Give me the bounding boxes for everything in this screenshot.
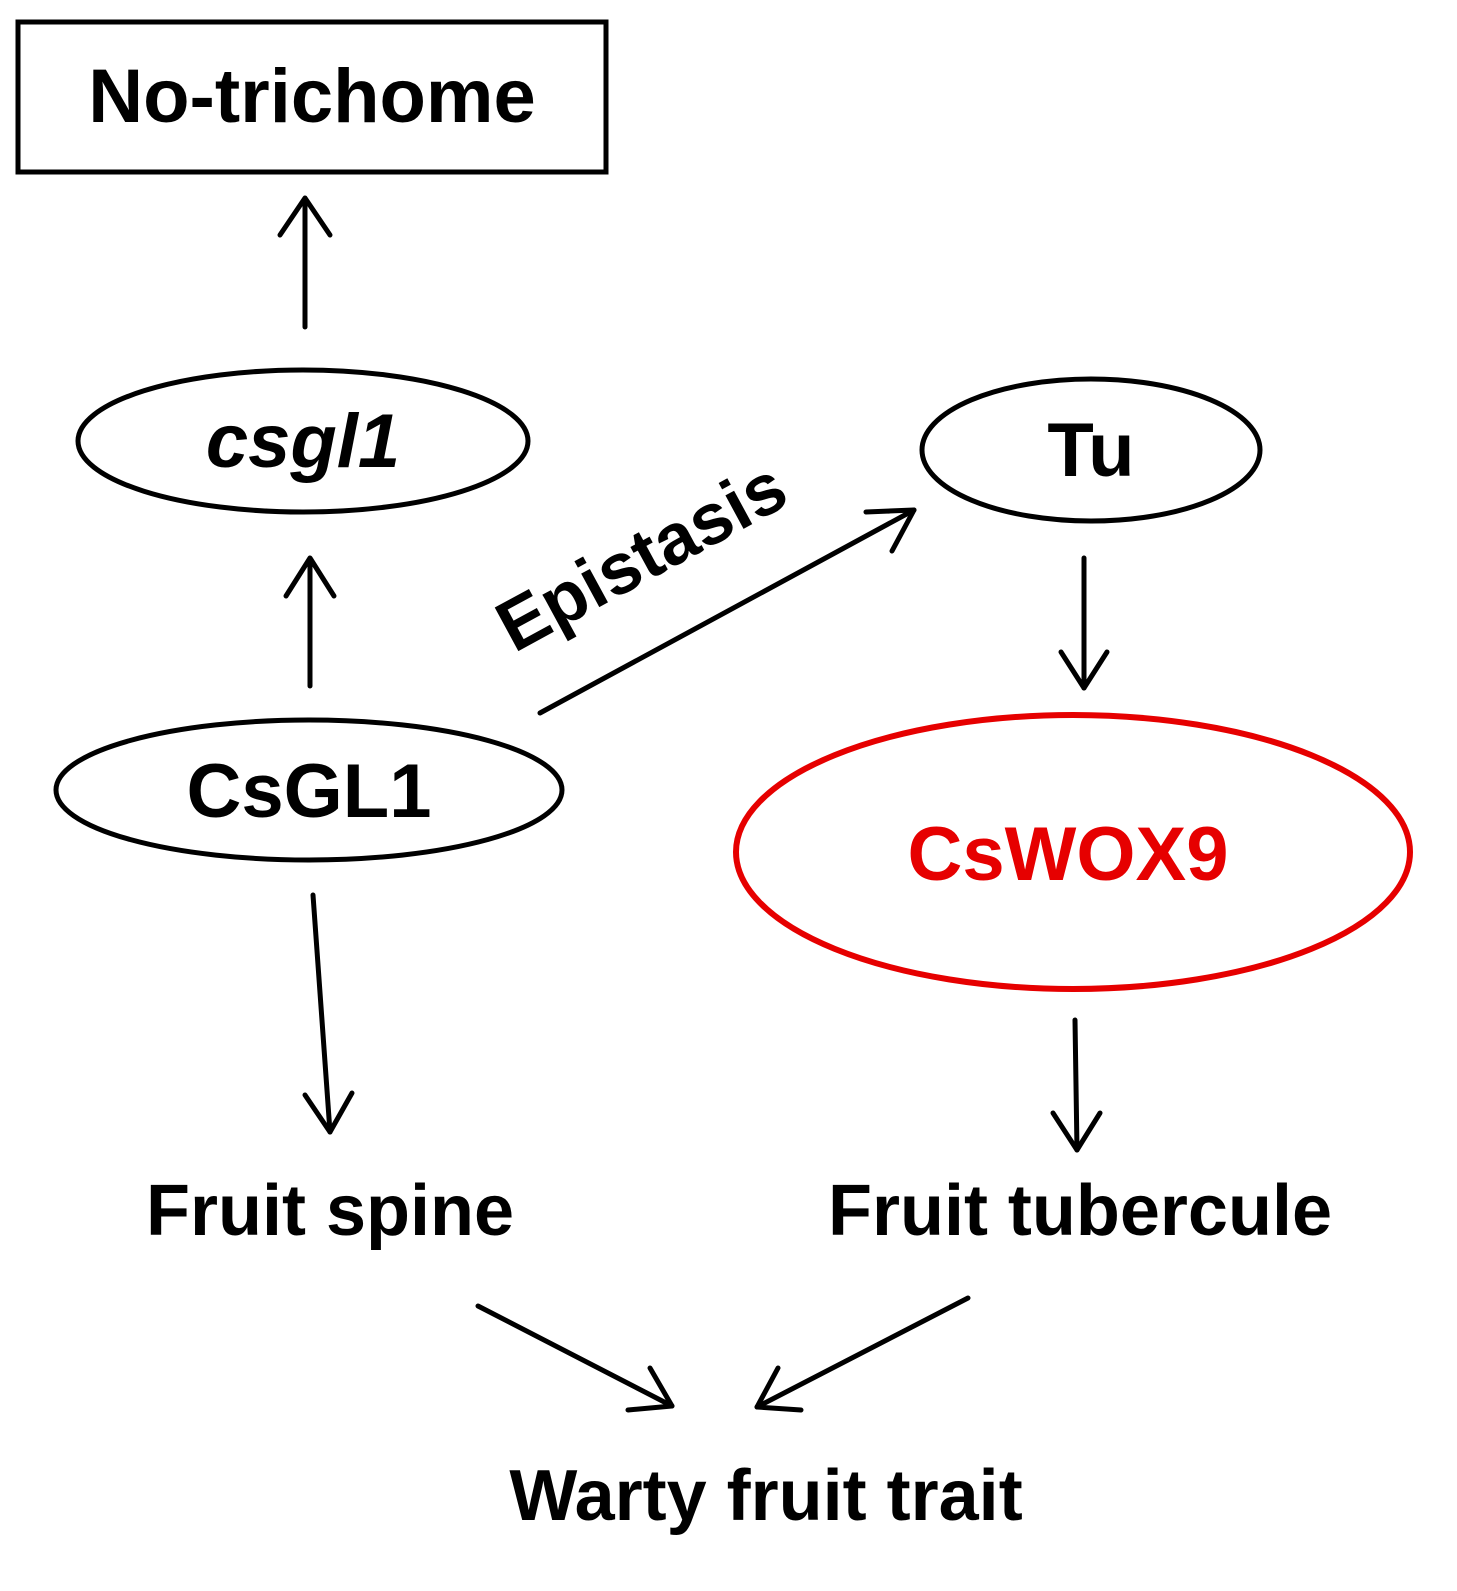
no-trichome-label: No-trichome — [88, 54, 536, 139]
tu-ellipse — [919, 376, 1263, 524]
arrow-csgl1-to-no-trichome — [277, 195, 333, 330]
arrow-epistasis-csgl1-to-tu — [537, 507, 917, 716]
csgl1-gene-ellipse — [53, 717, 565, 863]
csgl1-gene-label: CsGL1 — [187, 749, 432, 834]
cswox9-ellipse — [733, 712, 1413, 992]
cswox9-label: CsWOX9 — [908, 812, 1229, 897]
tu-label: Tu — [1047, 408, 1134, 493]
arrow-fruit-spine-to-warty-trait — [475, 1303, 675, 1413]
arrow-csgl1-to-fruit-spine — [302, 892, 355, 1135]
no-trichome-box — [15, 19, 609, 175]
warty-fruit-trait-label: Warty fruit trait — [509, 1456, 1022, 1536]
csgl1-mutant-label: csgl1 — [206, 399, 400, 484]
fruit-spine-label: Fruit spine — [146, 1171, 514, 1251]
arrow-tu-to-cswox9 — [1058, 555, 1110, 691]
arrow-fruit-tubercule-to-warty-trait — [754, 1295, 971, 1413]
csgl1-mutant-ellipse — [75, 367, 531, 515]
arrow-csgl1-gene-to-csgl1-mutant — [283, 555, 337, 689]
arrow-cswox9-to-fruit-tubercule — [1050, 1017, 1103, 1153]
epistasis-label: Epistasis — [484, 446, 800, 667]
fruit-tubercule-label: Fruit tubercule — [828, 1171, 1332, 1251]
